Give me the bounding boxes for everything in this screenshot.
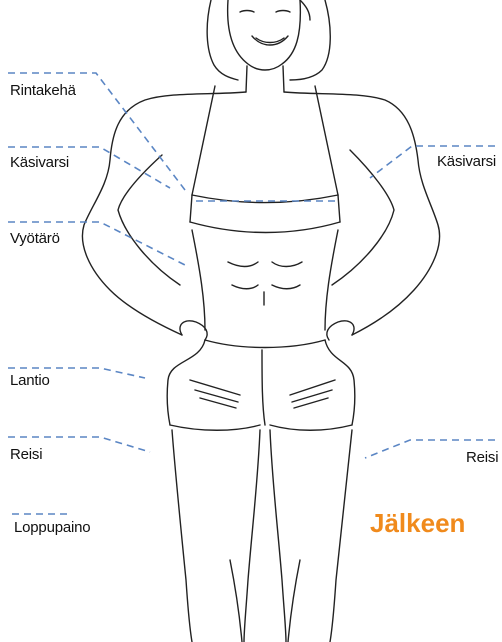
label-waist: Vyötärö: [10, 230, 60, 248]
label-hip: Lantio: [10, 372, 50, 390]
label-arm-left: Käsivarsi: [10, 154, 69, 172]
label-final-weight: Loppupaino: [14, 519, 90, 537]
after-title: Jälkeen: [370, 508, 465, 539]
label-arm-right: Käsivarsi: [437, 153, 496, 171]
label-thigh-left: Reisi: [10, 446, 42, 464]
label-chest: Rintakehä: [10, 82, 76, 100]
label-thigh-right: Reisi: [466, 449, 498, 467]
